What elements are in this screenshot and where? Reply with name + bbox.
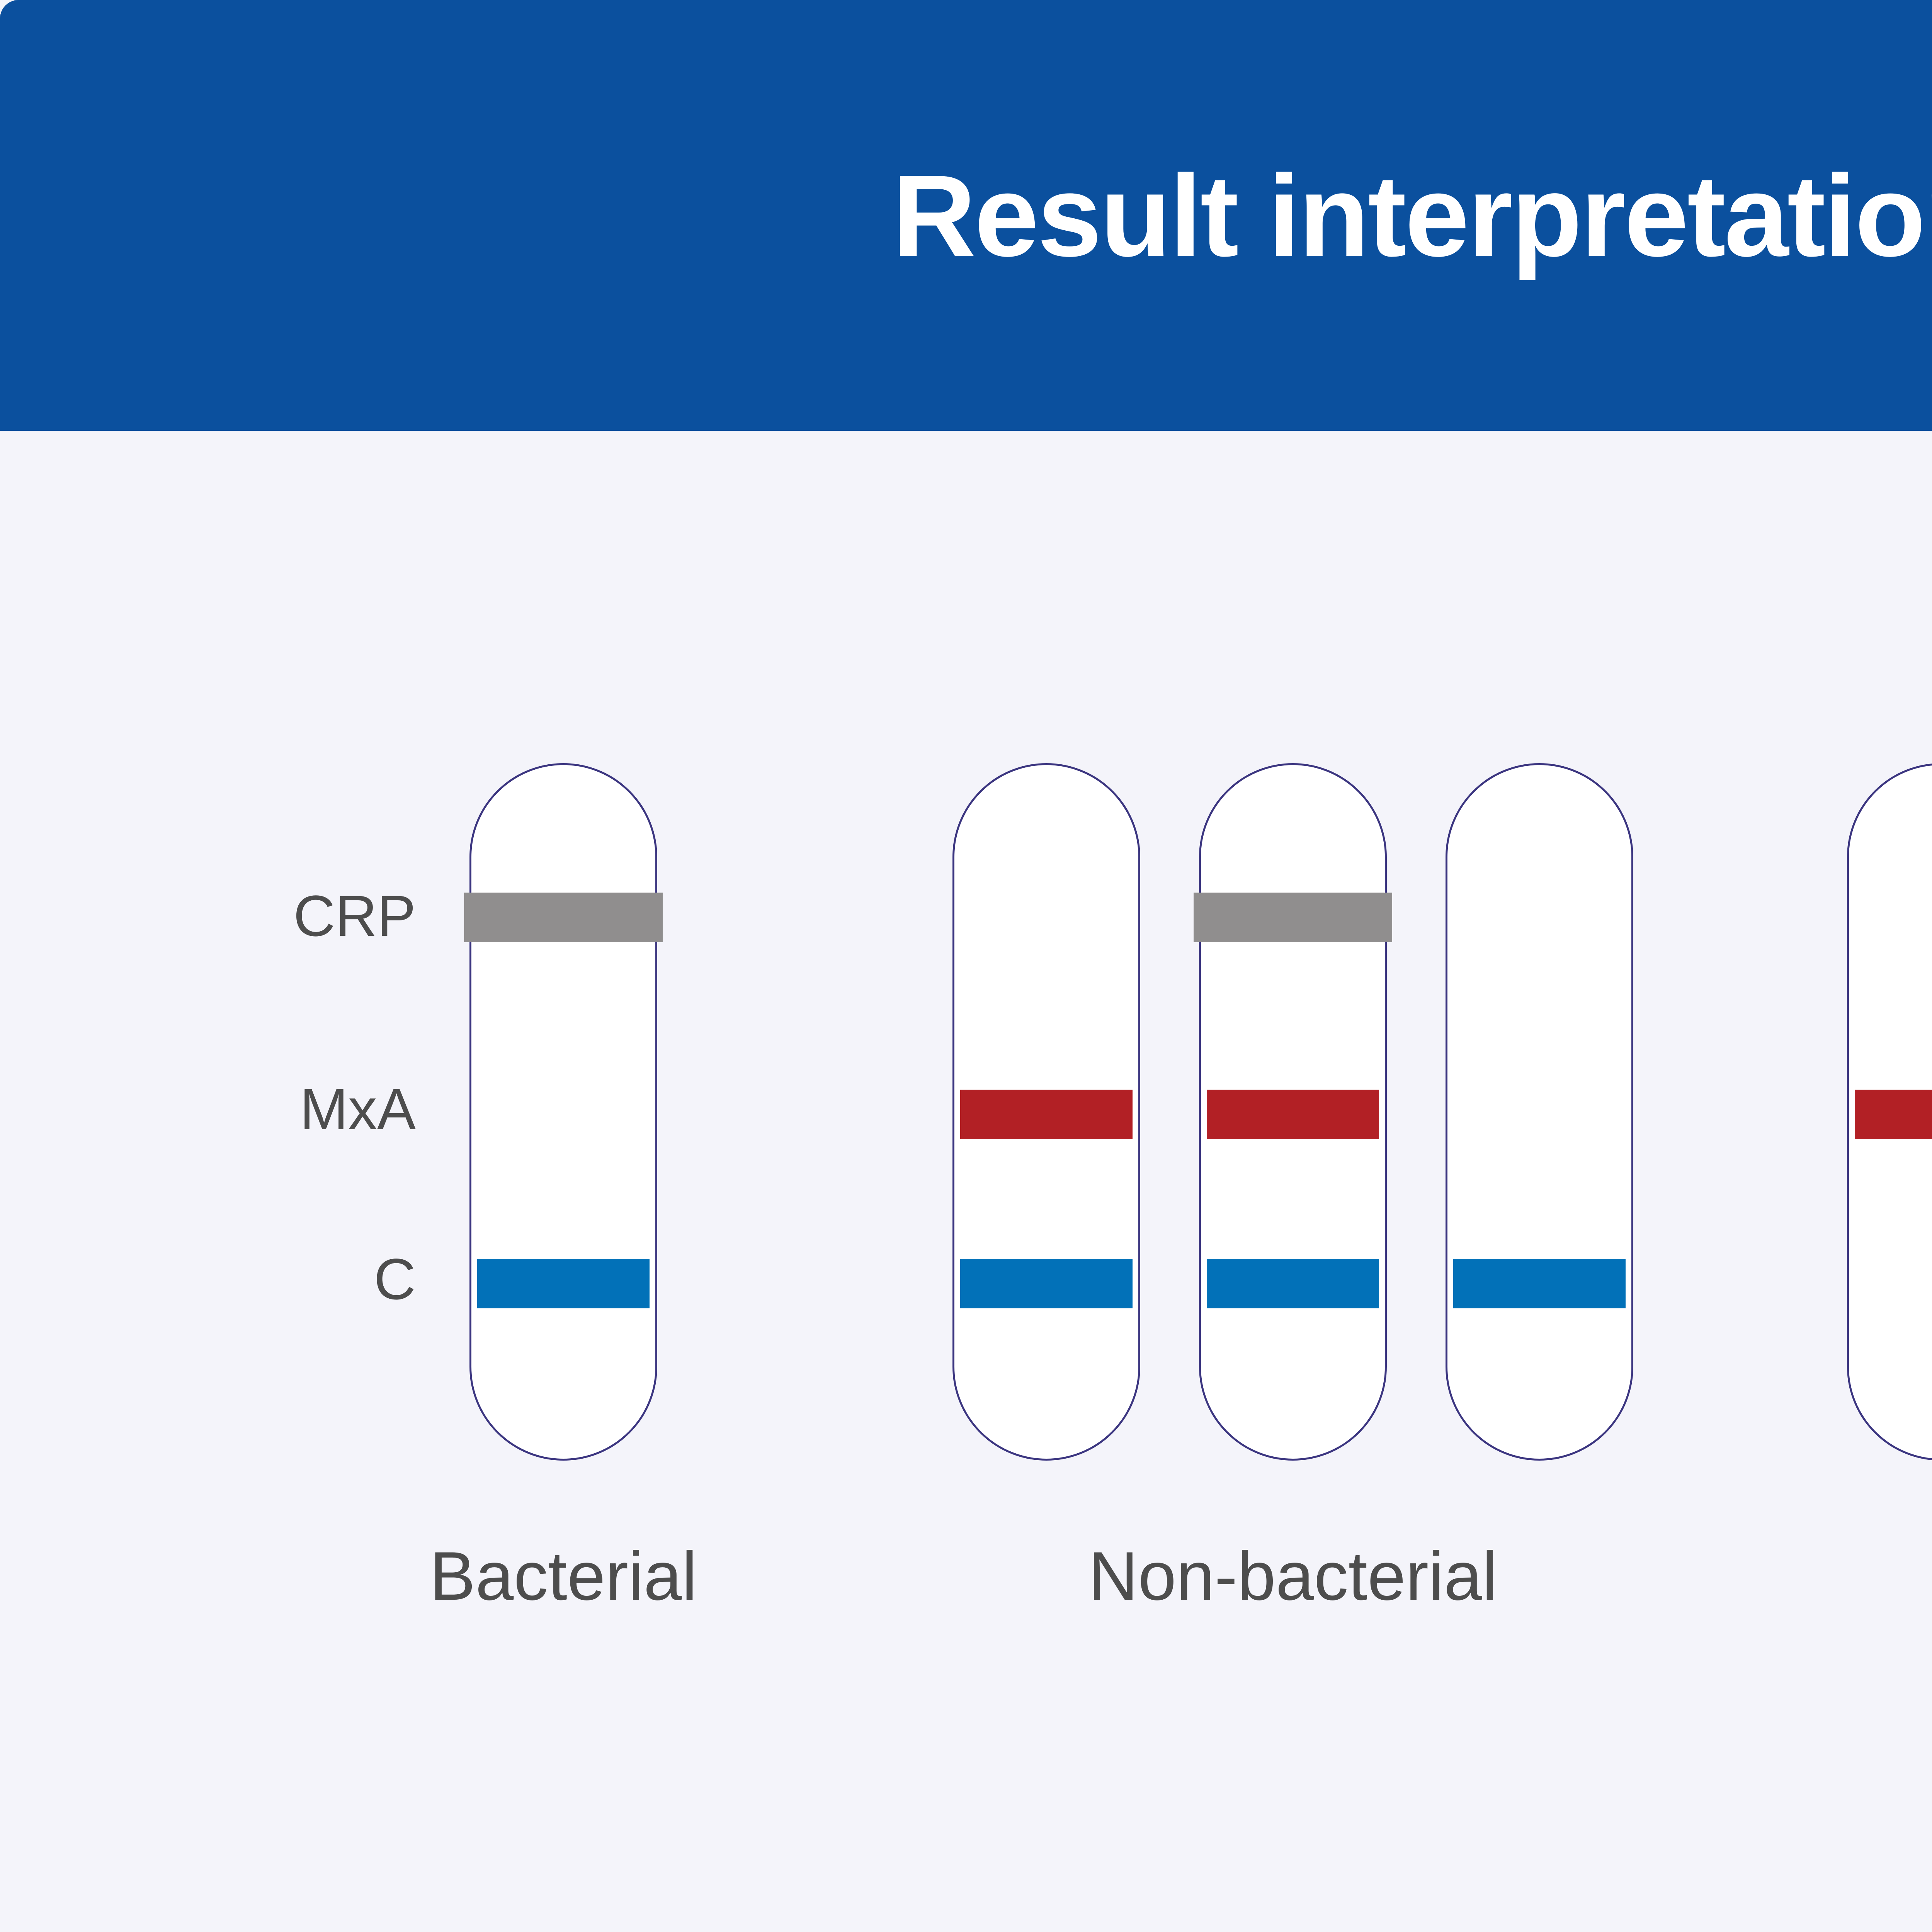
- header-banner: Result interpretation: [0, 0, 1932, 431]
- band-mxa: [1855, 1090, 1932, 1139]
- band-ctrl: [1453, 1259, 1626, 1308]
- group-caption-bacterial: Bacterial: [429, 1537, 697, 1614]
- band-mxa: [960, 1090, 1133, 1139]
- band-crp: [1194, 893, 1392, 942]
- row-label-crp: CRP: [293, 883, 416, 948]
- test-strip-non-bacterial-1: [952, 763, 1140, 1461]
- row-label-mxa: MxA: [300, 1077, 416, 1141]
- test-strip-non-bacterial-3: [1446, 763, 1633, 1461]
- band-ctrl: [477, 1259, 650, 1308]
- row-label-c: C: [374, 1247, 416, 1311]
- band-ctrl: [1207, 1259, 1379, 1308]
- group-caption-non-bacterial: Non-bacterial: [1088, 1537, 1498, 1614]
- band-crp: [464, 893, 663, 942]
- page-title: Result interpretation: [892, 150, 1932, 281]
- test-strip-non-bacterial-2: [1194, 763, 1392, 1461]
- band-mxa: [1207, 1090, 1379, 1139]
- band-ctrl: [960, 1259, 1133, 1308]
- test-strip-invalid-1: [1847, 763, 1932, 1461]
- test-strip-bacterial-1: [464, 763, 663, 1461]
